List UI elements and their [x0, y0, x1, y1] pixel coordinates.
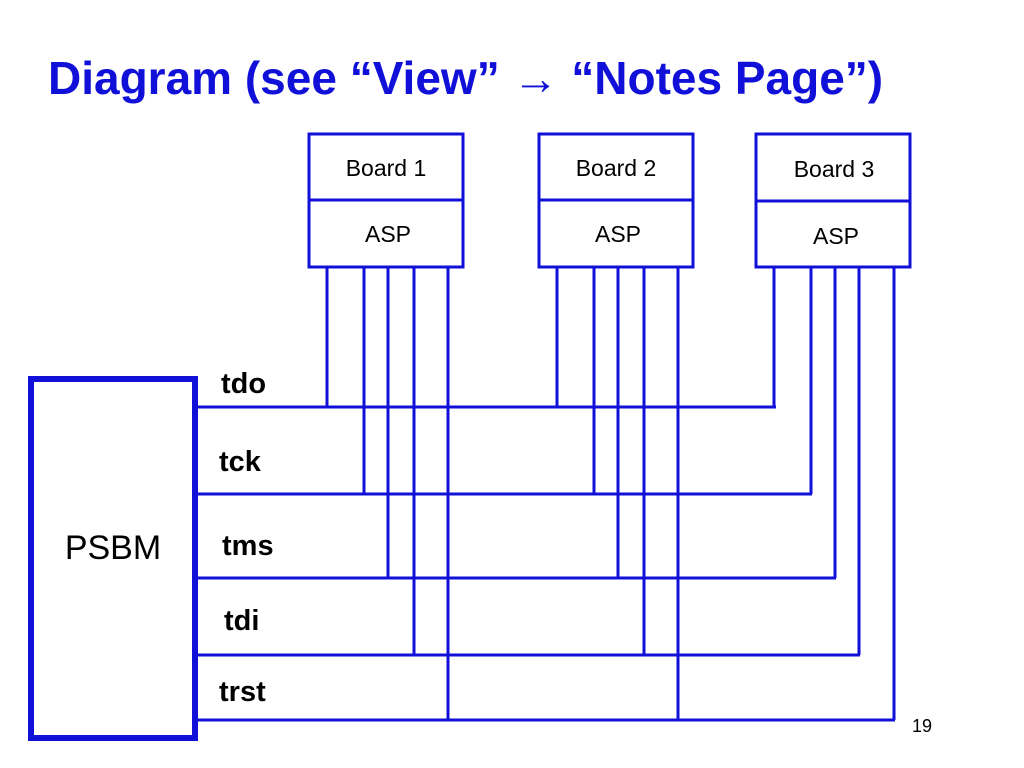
board-2-label: Board 2 [576, 155, 657, 181]
psbm-label: PSBM [65, 529, 161, 567]
board-2-asp-label: ASP [595, 221, 641, 247]
board-3-label: Board 3 [794, 156, 875, 182]
signal-label-tdo: tdo [221, 368, 266, 400]
board-1: Board 1 ASP [307, 132, 465, 269]
board-1-wires [325, 267, 450, 720]
slide-title: Diagram (see “View” → “Notes Page”) [48, 52, 884, 104]
board-2: Board 2 ASP [537, 132, 695, 269]
signal-label-tms: tms [222, 530, 274, 562]
board-1-label: Board 1 [346, 155, 427, 181]
board-3-asp-label: ASP [813, 223, 859, 249]
board-1-asp-label: ASP [365, 221, 411, 247]
psbm-box [28, 376, 198, 741]
page-number: 19 [912, 716, 933, 736]
signal-label-trst: trst [219, 676, 266, 708]
board-2-wires [555, 267, 680, 720]
signal-label-tdi: tdi [224, 605, 259, 637]
board-3-wires [772, 267, 896, 720]
board-3: Board 3 ASP [754, 132, 912, 269]
signal-label-tck: tck [219, 446, 262, 478]
